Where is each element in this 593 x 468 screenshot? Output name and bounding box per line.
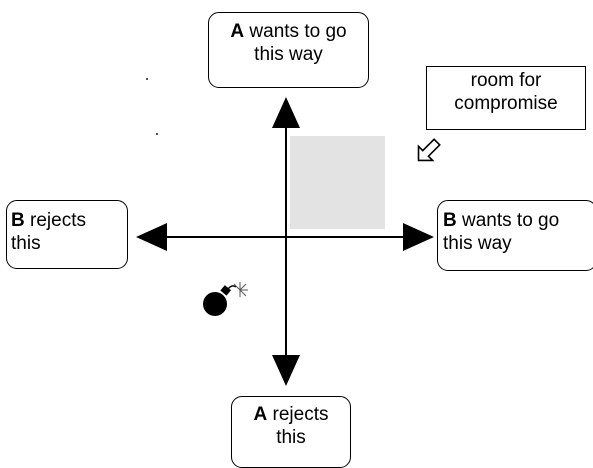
room-for-compromise-box: room for compromise xyxy=(426,66,586,130)
hollow-arrow-icon xyxy=(417,138,441,162)
a-wants-box: A wants to go this way xyxy=(208,12,369,88)
b-rejects-line2: this xyxy=(11,233,41,254)
a-wants-line2: this way xyxy=(254,44,323,65)
bomb-icon xyxy=(203,282,248,316)
speck xyxy=(146,78,148,80)
arrow-down-icon xyxy=(272,355,300,386)
b-wants-line2: this way xyxy=(443,233,512,254)
compromise-region xyxy=(290,136,385,229)
arrow-left-icon xyxy=(136,223,167,251)
b-wants-box: B wants to go this way xyxy=(437,200,593,271)
b-wants-line1: wants to go xyxy=(456,210,560,231)
party-b-label: B xyxy=(11,210,25,231)
b-rejects-line1: rejects xyxy=(24,210,86,231)
party-b-label: B xyxy=(443,210,457,231)
a-rejects-line1: rejects xyxy=(267,404,329,425)
arrow-up-icon xyxy=(272,97,300,128)
arrow-right-icon xyxy=(403,223,434,251)
speck xyxy=(156,133,158,135)
room-line1: room for xyxy=(470,70,542,91)
a-wants-line1: wants to go xyxy=(244,21,347,42)
a-rejects-line2: this xyxy=(276,427,306,448)
room-line2: compromise xyxy=(454,93,558,114)
a-rejects-box: A rejects this xyxy=(231,396,351,468)
party-a-label: A xyxy=(253,404,268,425)
b-rejects-box: B rejects this xyxy=(6,200,128,269)
party-a-label: A xyxy=(230,21,245,42)
